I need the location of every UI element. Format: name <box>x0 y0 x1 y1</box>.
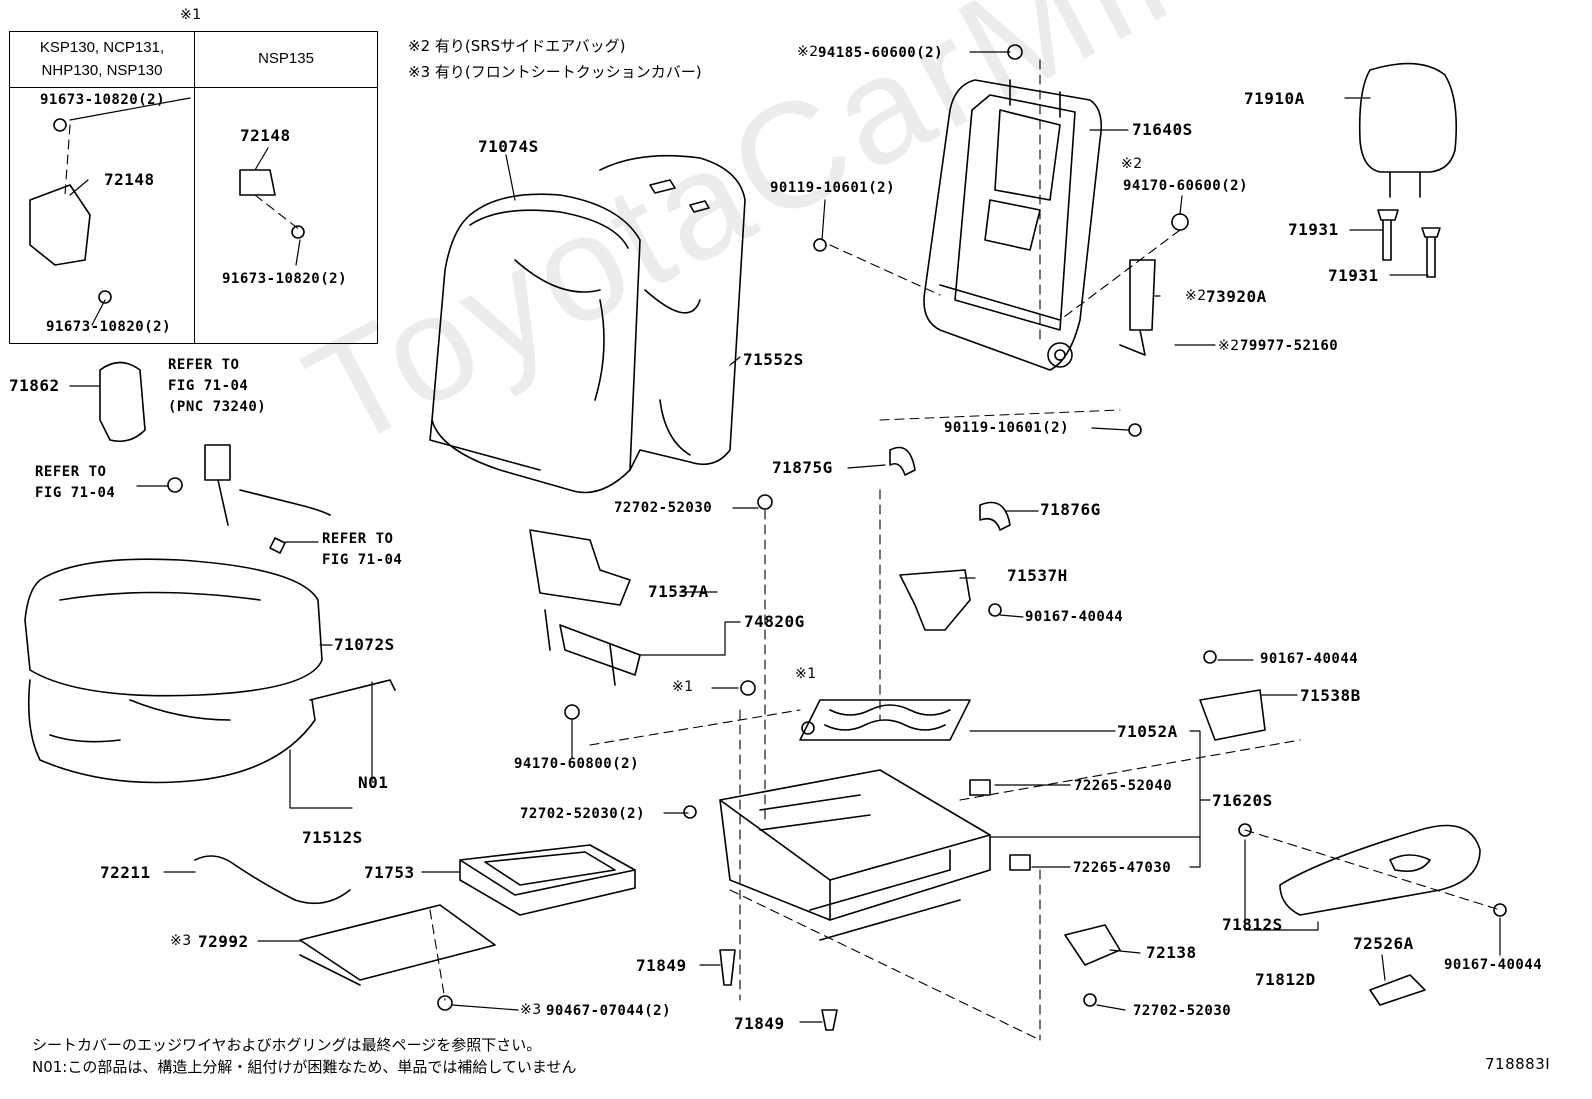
cushion-cover-71072s <box>24 558 323 697</box>
cover-71876g <box>979 501 1011 531</box>
label-73920a: 73920A <box>1206 287 1267 306</box>
table-col1-header: KSP130, NCP131, NHP130, NSP130 <box>10 37 194 82</box>
label-94185-60600: 94185-60600(2) <box>818 45 944 61</box>
label-79977-52160: 79977-52160 <box>1240 338 1339 354</box>
label-90167-40044-a: 90167-40044 <box>1025 609 1124 625</box>
label-71849-b: 71849 <box>734 1014 785 1033</box>
table-col1-models-line2: NHP130, NSP130 <box>41 61 163 79</box>
label-72992: 72992 <box>198 932 249 951</box>
seatback-cover-71552s <box>599 154 746 471</box>
headrest-71910a <box>1358 62 1458 198</box>
label-71512s: 71512S <box>302 828 363 847</box>
cover-71875g <box>889 446 916 476</box>
label-71875g: 71875G <box>772 458 833 477</box>
label-71812d: 71812D <box>1255 970 1316 989</box>
label-72265-47030: 72265-47030 <box>1073 860 1172 876</box>
label-71931-a: 71931 <box>1288 220 1339 239</box>
seatback-cover-71074s <box>429 193 641 494</box>
label-71537a: 71537A <box>648 582 709 601</box>
footer-note-1: シートカバーのエッジワイヤおよびホグリングは最終ページを参照下さい。 <box>32 1036 542 1054</box>
table-col2-part-0: 72148 <box>240 126 291 145</box>
label-71876g: 71876G <box>1040 500 1101 519</box>
label-90167-40044-c: 90167-40044 <box>1444 957 1543 973</box>
legend-note-3: ※3 有り(フロントシートクッションカバー) <box>408 63 702 81</box>
label-90119-10601-a: 90119-10601(2) <box>770 180 896 196</box>
table-col2-header: NSP135 <box>258 50 314 67</box>
label-71931-b: 71931 <box>1328 266 1379 285</box>
table-col1-models-line1: KSP130, NCP131, <box>39 39 165 56</box>
refer2-line1: REFER TO <box>35 464 107 480</box>
table-col1-part-0: 91673-10820(2) <box>40 92 166 108</box>
label-71753: 71753 <box>364 863 415 882</box>
pad-72992 <box>299 904 496 981</box>
refer1-line2: FIG 71-04 <box>168 378 249 394</box>
label-71812s: 71812S <box>1222 915 1283 934</box>
label-72702-52030-c: 72702-52030 <box>1133 1003 1232 1019</box>
mark-72992: ※3 <box>170 933 192 949</box>
label-90167-40044-b: 90167-40044 <box>1260 651 1359 667</box>
wire-72211 <box>194 855 351 905</box>
refer3-line1: REFER TO <box>322 531 394 547</box>
label-71538b: 71538B <box>1300 686 1361 705</box>
label-72211: 72211 <box>100 863 151 882</box>
bracket-74820g <box>544 609 641 686</box>
bracket-71537h <box>899 569 971 631</box>
label-71052a: 71052A <box>1117 722 1178 741</box>
side-airbag-73920a <box>1119 259 1156 356</box>
label-71537h: 71537H <box>1007 566 1068 585</box>
mark-73920a: ※2 <box>1185 288 1207 304</box>
seat-belt-buckle <box>167 444 331 554</box>
label-71074s: 71074S <box>478 137 539 156</box>
label-71910a: 71910A <box>1244 89 1305 108</box>
label-72138: 72138 <box>1146 943 1197 962</box>
label-71640s: 71640S <box>1132 120 1193 139</box>
label-71862: 71862 <box>9 376 60 395</box>
side-shield-71812s <box>1279 824 1481 916</box>
cover-72138 <box>1064 924 1121 966</box>
mark-90467: ※3 <box>520 1002 542 1018</box>
label-94170-60600: 94170-60600(2) <box>1123 178 1249 194</box>
refer1-line1: REFER TO <box>168 357 240 373</box>
headrest-guide-71931 <box>1377 209 1441 278</box>
table-col1-part-2: 91673-10820(2) <box>46 319 172 335</box>
mark-1-a: ※1 <box>672 679 694 695</box>
model-variant-table: KSP130, NCP131, NHP130, NSP130 NSP135 <box>9 31 378 344</box>
label-71072s: 71072S <box>334 635 395 654</box>
refer1-line3: (PNC 73240) <box>168 399 267 415</box>
label-n01: N01 <box>358 773 389 792</box>
refer3-line2: FIG 71-04 <box>322 552 403 568</box>
label-72702-52030-a: 72702-52030 <box>614 500 713 516</box>
label-90119-10601-b: 90119-10601(2) <box>944 420 1070 436</box>
footer-note-2: N01:この部品は、構造上分解・組付けが困難なため、単品では補給していません <box>32 1058 577 1076</box>
seat-track-frame-71620s <box>719 769 991 941</box>
cushion-pad-71512s <box>27 679 316 784</box>
mark-79977: ※2 <box>1218 338 1240 354</box>
table-header-mark: ※1 <box>180 7 202 23</box>
label-72265-52040: 72265-52040 <box>1074 778 1173 794</box>
label-74820g: 74820G <box>744 612 805 631</box>
bracket-71538b <box>1199 689 1266 741</box>
label-72526a: 72526A <box>1353 934 1414 953</box>
refer2-line2: FIG 71-04 <box>35 485 116 501</box>
label-71849-a: 71849 <box>636 956 687 975</box>
table-col2-part-1: 91673-10820(2) <box>222 271 348 287</box>
seatback-frame-71640s <box>923 79 1103 371</box>
label-72702-52030-b: 72702-52030(2) <box>520 806 646 822</box>
table-col1-part-1: 72148 <box>104 170 155 189</box>
bracket-71537a <box>529 529 631 606</box>
seat-spring-71052a <box>799 699 971 741</box>
label-90467-07044: 90467-07044(2) <box>546 1003 672 1019</box>
label-94170-60800: 94170-60800(2) <box>514 756 640 772</box>
mark-1-b: ※1 <box>795 666 817 682</box>
mark-94185: ※2 <box>797 44 819 60</box>
tray-71753 <box>459 844 636 916</box>
mark-94170-a: ※2 <box>1121 156 1143 172</box>
belt-bezel-71862 <box>99 361 146 443</box>
legend-note-2: ※2 有り(SRSサイドエアバッグ) <box>408 37 626 55</box>
label-71552s: 71552S <box>743 350 804 369</box>
figure-code: 718883I <box>1485 1055 1551 1073</box>
lever-knob-72526a <box>1369 974 1426 1006</box>
label-71620s: 71620S <box>1212 791 1273 810</box>
